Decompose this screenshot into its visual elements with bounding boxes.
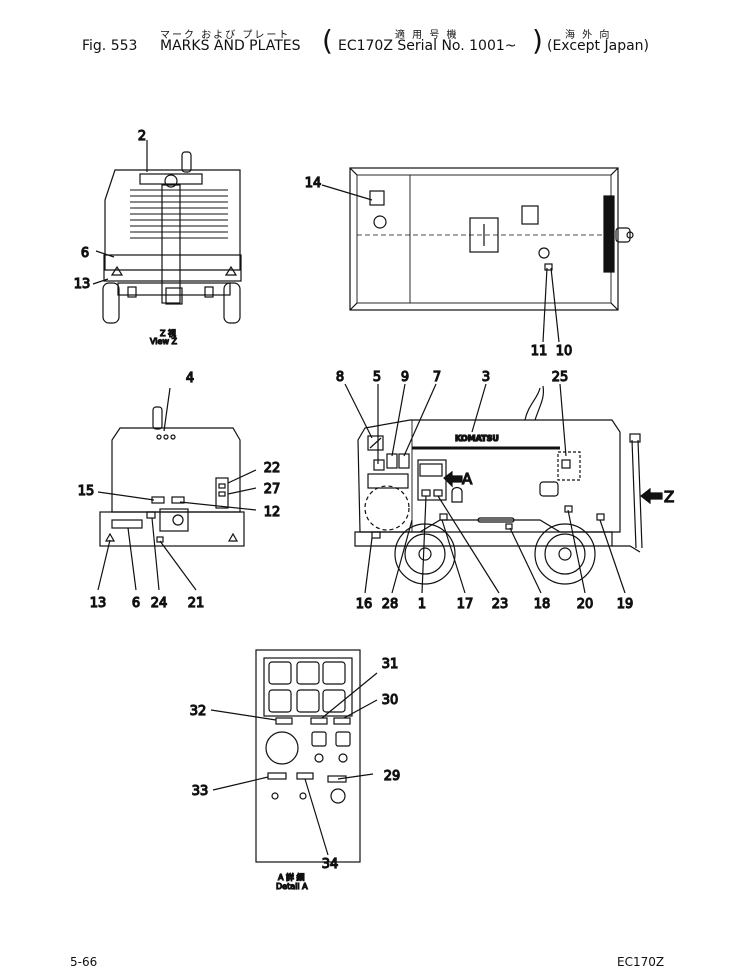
callout-31: 31 xyxy=(382,657,399,672)
figure-title: MARKS AND PLATES xyxy=(160,38,301,54)
side-view xyxy=(97,387,257,591)
model-paren-close: ) xyxy=(532,24,543,57)
callout-30: 30 xyxy=(382,693,399,708)
detail-a-panel xyxy=(210,649,378,863)
title-japanese: マーク および プレート xyxy=(160,30,291,41)
callout-28: 28 xyxy=(382,597,399,612)
page-number: 5-66 xyxy=(70,955,98,969)
callout-25: 25 xyxy=(552,370,569,385)
callout-10: 10 xyxy=(556,344,573,359)
callout-20: 20 xyxy=(577,597,594,612)
callout-24: 24 xyxy=(151,596,168,611)
main-view xyxy=(344,383,663,594)
callout-3: 3 xyxy=(482,370,490,385)
callout-17: 17 xyxy=(457,597,474,612)
callout-32: 32 xyxy=(190,704,207,719)
callout-6: 6 xyxy=(81,246,89,261)
callout-4: 4 xyxy=(186,371,194,386)
view-z xyxy=(92,140,242,324)
callout-13: 13 xyxy=(74,277,91,292)
callout-21: 21 xyxy=(188,596,205,611)
callout-23: 23 xyxy=(492,597,509,612)
model-serial: EC170Z Serial No. 1001~ xyxy=(338,38,517,54)
callout-8: 8 xyxy=(336,370,344,385)
figure-number: Fig. 553 xyxy=(82,38,138,54)
callout-16: 16 xyxy=(356,597,373,612)
callout-33: 33 xyxy=(192,784,209,799)
top-view xyxy=(321,167,634,343)
region: (Except Japan) xyxy=(547,38,649,54)
callout-27: 27 xyxy=(264,482,281,497)
region-japanese: 海 外 向 xyxy=(565,30,612,41)
footer-model: EC170Z xyxy=(617,955,665,969)
callout-29: 29 xyxy=(384,769,401,784)
callout-1: 1 xyxy=(418,597,426,612)
callout-34: 34 xyxy=(322,857,339,872)
callout-9: 9 xyxy=(401,370,409,385)
callout-14: 14 xyxy=(305,176,322,191)
detail-a-caption-jp: A 詳 細 xyxy=(278,872,305,882)
callout-22: 22 xyxy=(264,461,281,476)
callout-7: 7 xyxy=(433,370,441,385)
applicable-models-japanese: 適 用 号 機 xyxy=(395,30,459,41)
detail-a-caption: Detail A xyxy=(276,882,308,891)
arrow-a-label: A xyxy=(462,470,473,488)
callout-2: 2 xyxy=(138,129,146,144)
callout-15: 15 xyxy=(78,484,95,499)
callout-5: 5 xyxy=(373,370,381,385)
callout-6b: 6 xyxy=(132,596,140,611)
komatsu-brand: KOMATSU xyxy=(455,434,499,443)
view-z-caption: View Z xyxy=(150,337,178,346)
callout-11: 11 xyxy=(531,344,548,359)
view-z-caption-jp: Z 視 xyxy=(160,329,176,338)
callout-19: 19 xyxy=(617,597,634,612)
callout-18: 18 xyxy=(534,597,551,612)
callout-13b: 13 xyxy=(90,596,107,611)
model-paren-open: ( xyxy=(322,24,333,57)
arrow-z-label: Z xyxy=(664,488,674,506)
callout-12: 12 xyxy=(264,505,281,520)
